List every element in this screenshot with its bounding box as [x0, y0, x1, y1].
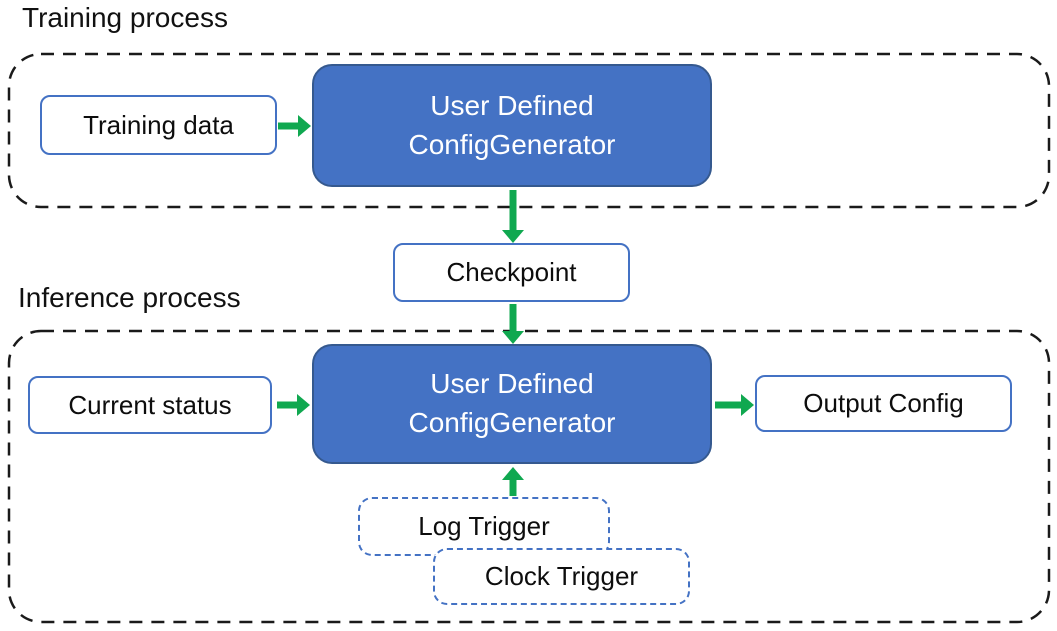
- inference-process-title: Inference process: [18, 282, 241, 313]
- clock-trigger-node: Clock Trigger: [433, 548, 690, 605]
- config-generator-inference-node: User Defined ConfigGenerator: [312, 344, 712, 464]
- output-config-node: Output Config: [755, 375, 1012, 432]
- config-generator-training-line1: User Defined: [430, 89, 594, 121]
- training-process-title: Training process: [22, 2, 228, 33]
- checkpoint-node: Checkpoint: [393, 243, 630, 302]
- config-generator-inference-line2: ConfigGenerator: [408, 407, 616, 438]
- log-trigger-node: Log Trigger: [358, 497, 610, 556]
- config-generator-inference-line1: User Defined: [430, 368, 594, 400]
- config-generator-training-node: User Defined ConfigGenerator: [312, 64, 712, 187]
- config-generator-training-line2: ConfigGenerator: [408, 128, 616, 160]
- training-container-outline: [7, 52, 1051, 209]
- current-status-node: Current status: [28, 376, 272, 434]
- inference-container-outline: [7, 329, 1051, 624]
- training-data-node: Training data: [40, 95, 277, 155]
